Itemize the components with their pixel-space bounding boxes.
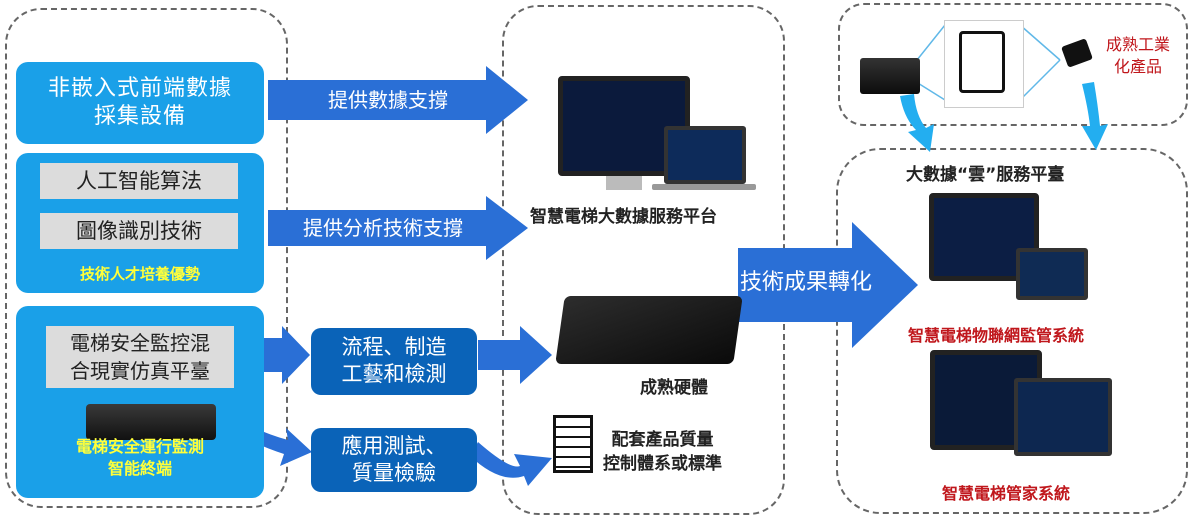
cloud-arrow-right — [1082, 82, 1108, 150]
test-to-quality-arrow — [470, 442, 552, 486]
steward-system-label: 智慧電梯管家系統 — [942, 484, 1071, 503]
quality-line2: 控制體系或標準 — [603, 454, 722, 474]
terminal-device-image — [86, 404, 216, 440]
bigdata-platform-label: 智慧電梯大數據服務平台 — [530, 207, 717, 227]
dashboard-laptop-image — [664, 126, 746, 184]
process-line2: 工藝和檢測 — [341, 362, 447, 386]
simulation-platform-line2: 合現實仿真平臺 — [70, 359, 210, 383]
simulation-platform-line1: 電梯安全監控混 — [70, 331, 210, 355]
elevator-icon-box — [944, 20, 1024, 108]
ai-algorithm-label: 人工智能算法 — [40, 163, 238, 199]
test-line2: 質量檢驗 — [352, 461, 436, 485]
analysis-support-arrow — [268, 196, 528, 260]
simulation-platform-label: 電梯安全監控混 合現實仿真平臺 — [46, 326, 234, 388]
process-line1: 流程、制造 — [341, 335, 447, 359]
left-group-frame — [5, 8, 288, 508]
terminal-label: 電梯安全運行監測 智能終端 — [16, 436, 264, 480]
iot-system-label: 智慧電梯物聯網監管系統 — [908, 326, 1085, 345]
process-box: 流程、制造 工藝和檢測 — [311, 328, 477, 395]
transform-arrow — [738, 222, 918, 348]
test-line1: 應用測試、 — [341, 434, 447, 458]
top-right-group-frame — [838, 3, 1188, 126]
data-support-arrow — [268, 66, 528, 134]
simulation-platform-box: 電梯安全監控混 合現實仿真平臺 電梯安全運行監測 智能終端 — [16, 306, 264, 498]
monitor-stand — [606, 176, 642, 190]
cloud-platform-label: 大數據“雲”服務平臺 — [906, 165, 1065, 185]
cloud-arrow-left — [900, 94, 934, 152]
terminal-line1: 電梯安全運行監測 — [75, 437, 204, 456]
front-end-device-label: 非嵌入式前端數據 採集設備 — [47, 76, 232, 129]
right-group-frame — [836, 148, 1188, 514]
quality-line1: 配套產品質量 — [611, 430, 714, 450]
elevator-icon — [959, 31, 1005, 93]
analysis-support-label: 提供分析技術支撐 — [303, 216, 463, 240]
steward-laptop-image — [1014, 378, 1112, 456]
connector-line — [1019, 24, 1061, 61]
laptop-base — [652, 184, 756, 190]
industrial-device-image — [860, 58, 920, 94]
iot-laptop-image — [1016, 248, 1088, 300]
talent-advantage-label: 技術人才培養優勢 — [79, 265, 200, 283]
ai-tech-box: 人工智能算法 圖像識別技術 技術人才培養優勢 — [16, 153, 264, 293]
terminal-line2: 智能終端 — [107, 459, 172, 478]
industrial-product-label: 成熟工業 化產品 — [1106, 34, 1170, 78]
process-to-hardware-arrow — [478, 326, 552, 384]
front-end-device-box: 非嵌入式前端數據 採集設備 — [16, 62, 264, 144]
industrial-product-line1: 成熟工業 — [1106, 35, 1171, 54]
image-recognition-label: 圖像識別技術 — [40, 213, 238, 249]
document-icon — [553, 415, 593, 473]
quality-label: 配套產品質量 控制體系或標準 — [603, 428, 722, 476]
connector-line — [1019, 59, 1061, 101]
hardware-label: 成熟硬體 — [640, 378, 708, 398]
data-support-label: 提供數據支撐 — [328, 88, 448, 112]
industrial-product-line2: 化產品 — [1114, 57, 1163, 76]
transform-label: 技術成果轉化 — [740, 270, 873, 295]
test-box: 應用測試、 質量檢驗 — [311, 428, 477, 492]
hardware-image — [555, 296, 743, 364]
